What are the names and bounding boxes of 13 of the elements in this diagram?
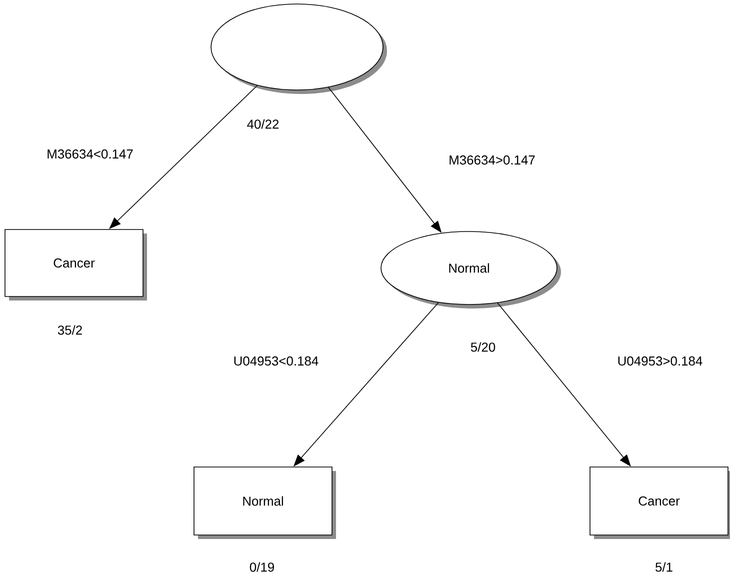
count-label: 0/19 bbox=[250, 562, 274, 572]
edge-label: M36634<0.147 bbox=[46, 148, 134, 160]
leaf-box: Cancer bbox=[4, 229, 147, 300]
leaf-box: Normal bbox=[194, 466, 336, 539]
count-label: 5/20 bbox=[470, 342, 496, 352]
edge-label: U04953>0.184 bbox=[616, 355, 704, 367]
leaf-box: Cancer bbox=[590, 466, 730, 539]
count-label: 35/2 bbox=[58, 325, 82, 335]
decision-ellipse bbox=[210, 4, 387, 94]
edge-label: U04953<0.184 bbox=[232, 355, 320, 367]
count-label: 5/1 bbox=[656, 562, 672, 572]
edge-label: M36634>0.147 bbox=[448, 154, 536, 166]
count-label: 40/22 bbox=[247, 119, 279, 129]
